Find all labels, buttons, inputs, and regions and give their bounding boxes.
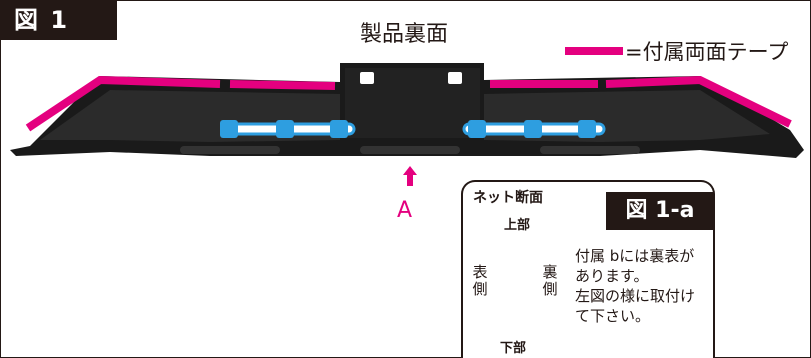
view-arrow xyxy=(403,166,417,186)
figure-label: 図 1 xyxy=(0,0,117,40)
view-a-label: A xyxy=(397,198,413,223)
installation-note: 付属 bには裏表が あります。 左図の様に取付け て下さい。 xyxy=(575,246,715,326)
double-sided-tape xyxy=(25,75,792,132)
tape-legend-swatch xyxy=(565,47,623,55)
note-line: て下さい。 xyxy=(575,307,651,325)
top-label: 上部 xyxy=(504,218,531,233)
mounting-clips xyxy=(220,120,606,138)
inset-label: 図 1-a xyxy=(606,192,714,230)
note-line: あります。 xyxy=(575,267,649,285)
tape-legend: =付属両面テープ xyxy=(565,37,788,65)
bottom-label: 下部 xyxy=(500,341,527,356)
tape-legend-text: =付属両面テープ xyxy=(625,40,789,64)
back-side-label: 裏側 xyxy=(542,263,558,298)
note-line: 左図の様に取付け xyxy=(575,287,696,305)
note-line: 付属 bには裏表が xyxy=(575,247,695,265)
front-side-label: 表側 xyxy=(472,263,488,298)
net-section-title: ネット断面 xyxy=(473,190,543,206)
figure-title: 製品裏面 xyxy=(360,22,449,47)
